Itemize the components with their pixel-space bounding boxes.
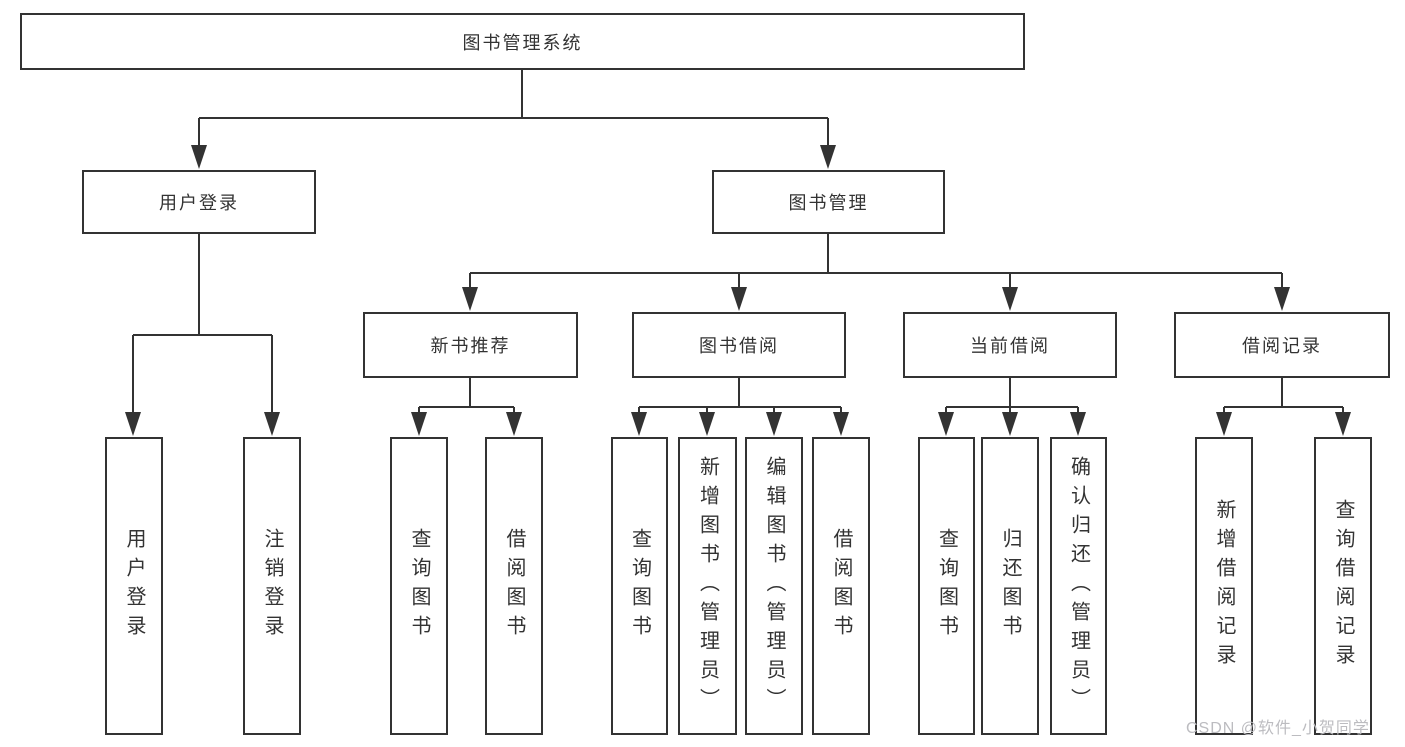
- leaf-edit-book-admin: 编辑图书（管理员）: [745, 437, 803, 735]
- leaf-return-book: 归还图书: [981, 437, 1039, 735]
- leaf-borrow-books: 借阅图书: [812, 437, 870, 735]
- leaf-confirm-return-admin: 确认归还（管理员）: [1050, 437, 1107, 735]
- csdn-watermark: CSDN @软件_小贺同学: [1186, 720, 1370, 737]
- leaf-borrow-books-recommend: 借阅图书: [485, 437, 543, 735]
- leaf-query-books-current: 查询图书: [918, 437, 975, 735]
- arrowheads: [125, 145, 1351, 436]
- leaf-user-login: 用户登录: [105, 437, 163, 735]
- leaf-add-book-admin: 新增图书（管理员）: [678, 437, 737, 735]
- leaf-logout: 注销登录: [243, 437, 301, 735]
- node-library-system: 图书管理系统: [20, 13, 1025, 70]
- node-current-borrow: 当前借阅: [903, 312, 1117, 378]
- node-book-borrow: 图书借阅: [632, 312, 846, 378]
- node-borrow-records: 借阅记录: [1174, 312, 1390, 378]
- leaf-query-books-recommend: 查询图书: [390, 437, 448, 735]
- node-user-login: 用户登录: [82, 170, 316, 234]
- node-book-management: 图书管理: [712, 170, 945, 234]
- leaf-add-borrow-record: 新增借阅记录: [1195, 437, 1253, 735]
- leaf-query-books-borrow: 查询图书: [611, 437, 668, 735]
- node-new-book-recommend: 新书推荐: [363, 312, 578, 378]
- leaf-query-borrow-record: 查询借阅记录: [1314, 437, 1372, 735]
